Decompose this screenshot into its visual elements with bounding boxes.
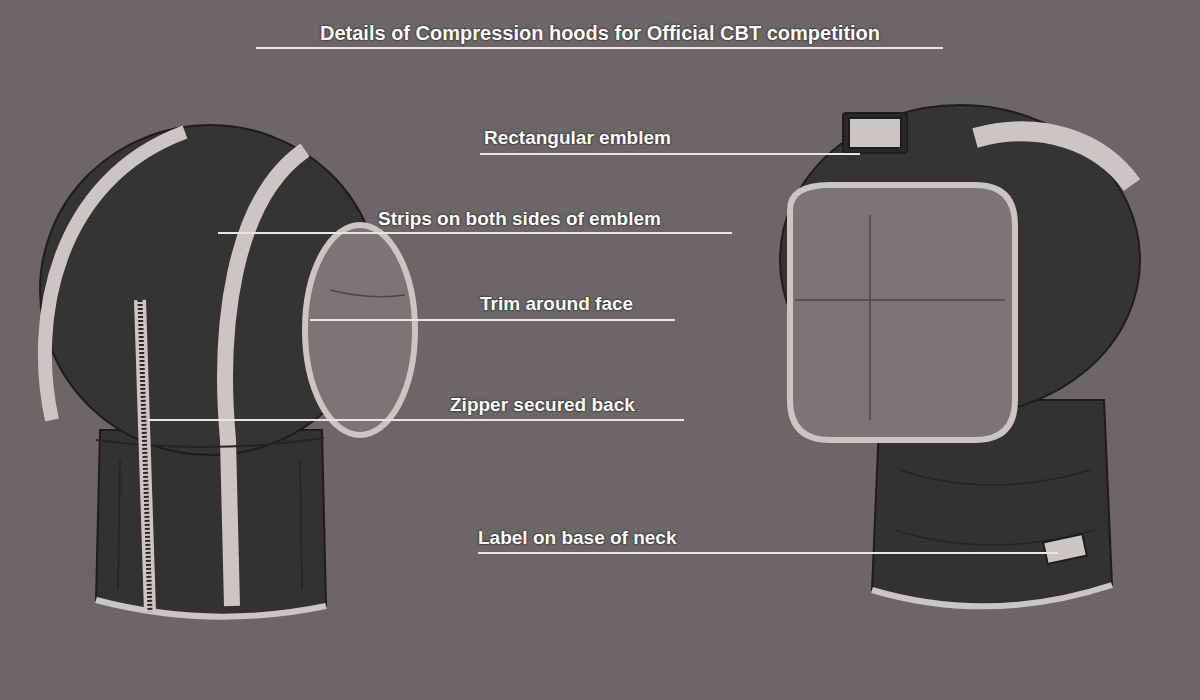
diagram-title: Details of Compression hoods for Officia…: [320, 21, 880, 45]
left-hood: [40, 125, 415, 617]
leader-lines: [148, 48, 1058, 553]
part-label: Zipper secured back: [450, 394, 635, 416]
part-label: Trim around face: [480, 293, 633, 315]
part-label: Label on base of neck: [478, 527, 677, 549]
part-label: Strips on both sides of emblem: [378, 208, 661, 230]
part-label: Rectangular emblem: [484, 127, 671, 149]
right-hood: [780, 105, 1140, 606]
